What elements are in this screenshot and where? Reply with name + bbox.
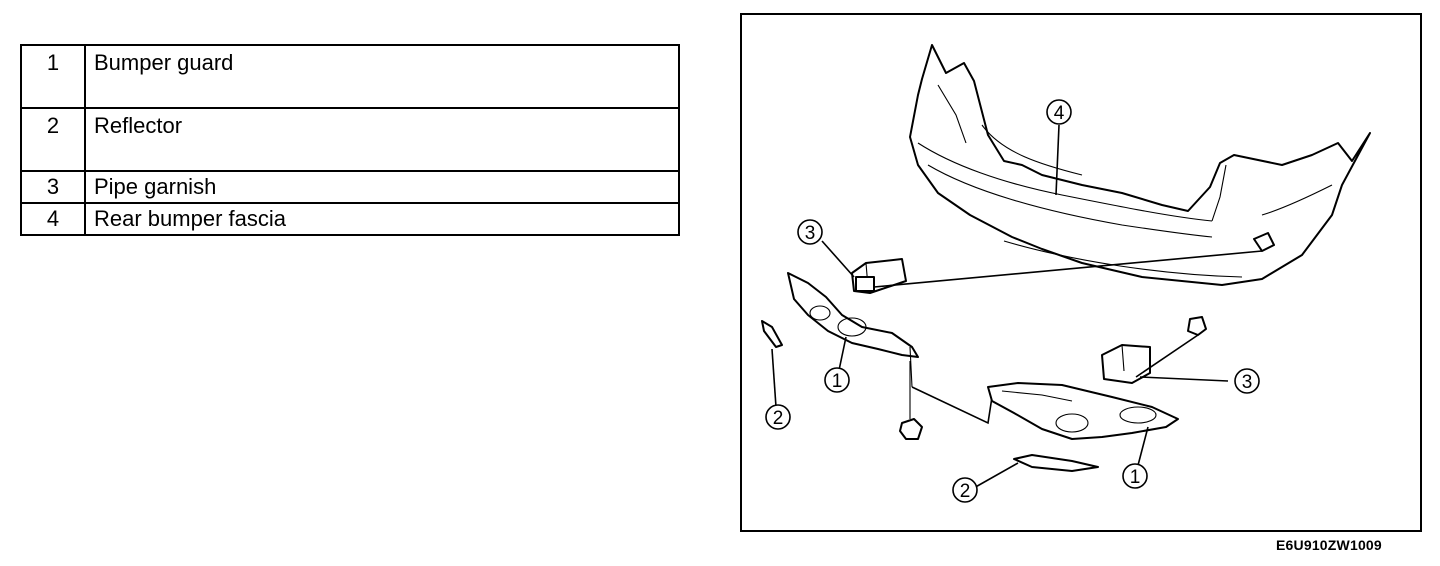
svg-text:2: 2 (960, 481, 971, 502)
left-lower-bolt (899, 361, 923, 440)
left-reflector (761, 320, 783, 348)
svg-text:2: 2 (773, 408, 784, 429)
parts-legend-table: 1 Bumper guard 2 Reflector 3 Pipe garnis… (20, 44, 680, 236)
legend-number: 3 (20, 170, 86, 204)
left-upper-bolt (873, 232, 1275, 288)
legend-row: 2 Reflector (20, 107, 680, 172)
legend-number: 4 (20, 202, 86, 236)
svg-text:1: 1 (832, 371, 843, 392)
legend-row: 4 Rear bumper fascia (20, 202, 680, 236)
leader-line-3-right (1139, 376, 1229, 382)
right-bolt (1135, 316, 1207, 378)
svg-text:4: 4 (1054, 103, 1065, 124)
callout-2-right: 2 (952, 477, 978, 503)
leader-line-2-left (771, 348, 777, 408)
callout-1-right: 1 (1122, 463, 1148, 489)
legend-row: 1 Bumper guard (20, 44, 680, 109)
rear-bumper-fascia (909, 44, 1371, 286)
exploded-view-drawing: 4 3 1 2 3 1 2 (761, 44, 1371, 503)
legend-label: Rear bumper fascia (84, 202, 680, 236)
leader-line-4 (1055, 124, 1060, 196)
callout-2-left: 2 (765, 404, 791, 430)
svg-text:1: 1 (1130, 467, 1141, 488)
exploded-view-figure: 4 3 1 2 3 1 2 (740, 13, 1422, 532)
right-reflector (1013, 454, 1099, 472)
legend-label: Reflector (84, 107, 680, 172)
leader-line-3-left (821, 240, 855, 278)
callout-3-left: 3 (797, 219, 823, 245)
figure-code: E6U910ZW1009 (1276, 537, 1382, 553)
right-pipe-garnish (1101, 344, 1151, 384)
left-bumper-guard (787, 272, 993, 425)
legend-label: Bumper guard (84, 44, 680, 109)
callout-1-left: 1 (824, 367, 850, 393)
callout-3-right: 3 (1234, 368, 1260, 394)
right-bumper-guard (987, 382, 1179, 440)
legend-number: 2 (20, 107, 86, 172)
svg-text:3: 3 (1242, 372, 1253, 393)
legend-row: 3 Pipe garnish (20, 170, 680, 204)
callout-4: 4 (1046, 99, 1072, 125)
legend-number: 1 (20, 44, 86, 109)
leader-line-2-right (971, 462, 1019, 490)
svg-text:3: 3 (805, 223, 816, 244)
left-pipe-garnish (851, 258, 907, 294)
legend-label: Pipe garnish (84, 170, 680, 204)
